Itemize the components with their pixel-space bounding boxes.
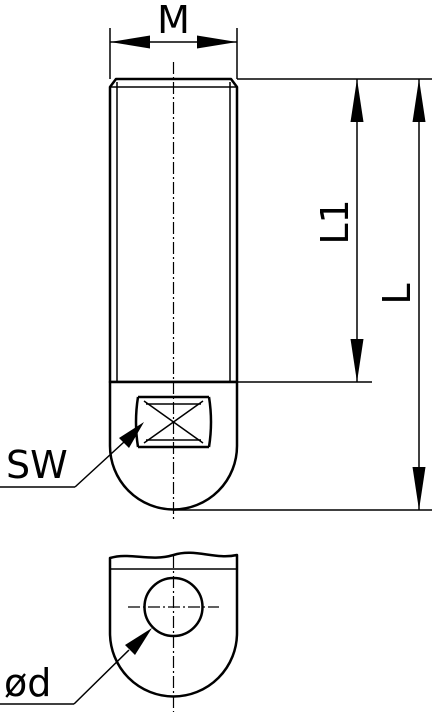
label-diameter: ød (4, 661, 51, 705)
side-view (108, 62, 239, 522)
label-l1: L1 (313, 199, 357, 244)
end-view (108, 551, 239, 712)
dimension-l1: L1 (237, 78, 432, 383)
label-l: L (375, 283, 419, 304)
label-sw: SW (6, 443, 68, 487)
dimension-m: M (109, 0, 238, 79)
label-m: M (157, 0, 190, 42)
dimension-l: L (173, 79, 432, 511)
leader-diameter: ød (0, 628, 152, 705)
leader-sw: SW (0, 422, 144, 488)
